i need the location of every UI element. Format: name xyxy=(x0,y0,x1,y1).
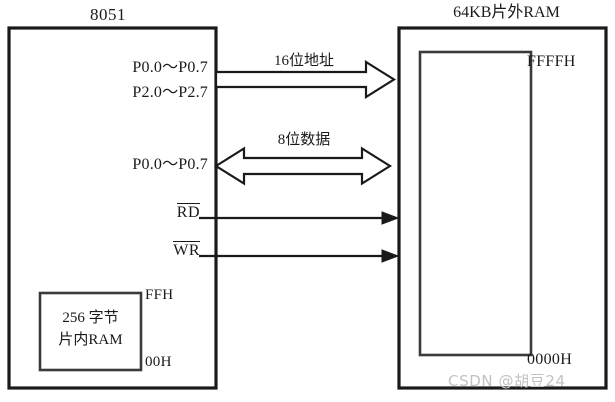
control-label-read: RD xyxy=(140,203,200,221)
external-ram-top-address: FFFFH xyxy=(527,53,576,70)
internal-ram-label: 256 字节 片内RAM xyxy=(40,308,141,352)
read-signal-arrowhead xyxy=(381,211,400,225)
external-ram-inner-box xyxy=(418,50,533,357)
chip-8051-title: 8051 xyxy=(90,5,126,24)
port-label-address-low: P0.0～P0.7 xyxy=(132,59,208,76)
control-label-write-text: WR xyxy=(173,241,200,259)
data-bus-arrow xyxy=(213,146,393,186)
external-ram-bottom-address: 0000H xyxy=(527,351,573,368)
control-label-read-text: RD xyxy=(176,203,200,221)
address-bus-label: 16位地址 xyxy=(273,53,334,69)
port-label-address-high: P2.0～P2.7 xyxy=(132,84,208,101)
address-bus-arrow xyxy=(214,60,397,99)
data-bus-label: 8位数据 xyxy=(277,132,331,148)
write-signal-arrowhead xyxy=(381,249,400,263)
internal-ram-top-address: FFH xyxy=(145,287,174,303)
internal-ram-box xyxy=(38,291,143,372)
internal-ram-label-line1: 256 字节 xyxy=(62,310,119,326)
internal-ram-bottom-address: 00H xyxy=(145,354,172,370)
csdn-watermark: CSDN @胡豆24 xyxy=(448,372,566,390)
port-label-data: P0.0～P0.7 xyxy=(132,156,208,173)
control-label-write: WR xyxy=(140,241,200,259)
external-ram-title: 64KB片外RAM xyxy=(453,4,560,21)
internal-ram-label-line2: 片内RAM xyxy=(58,331,123,348)
